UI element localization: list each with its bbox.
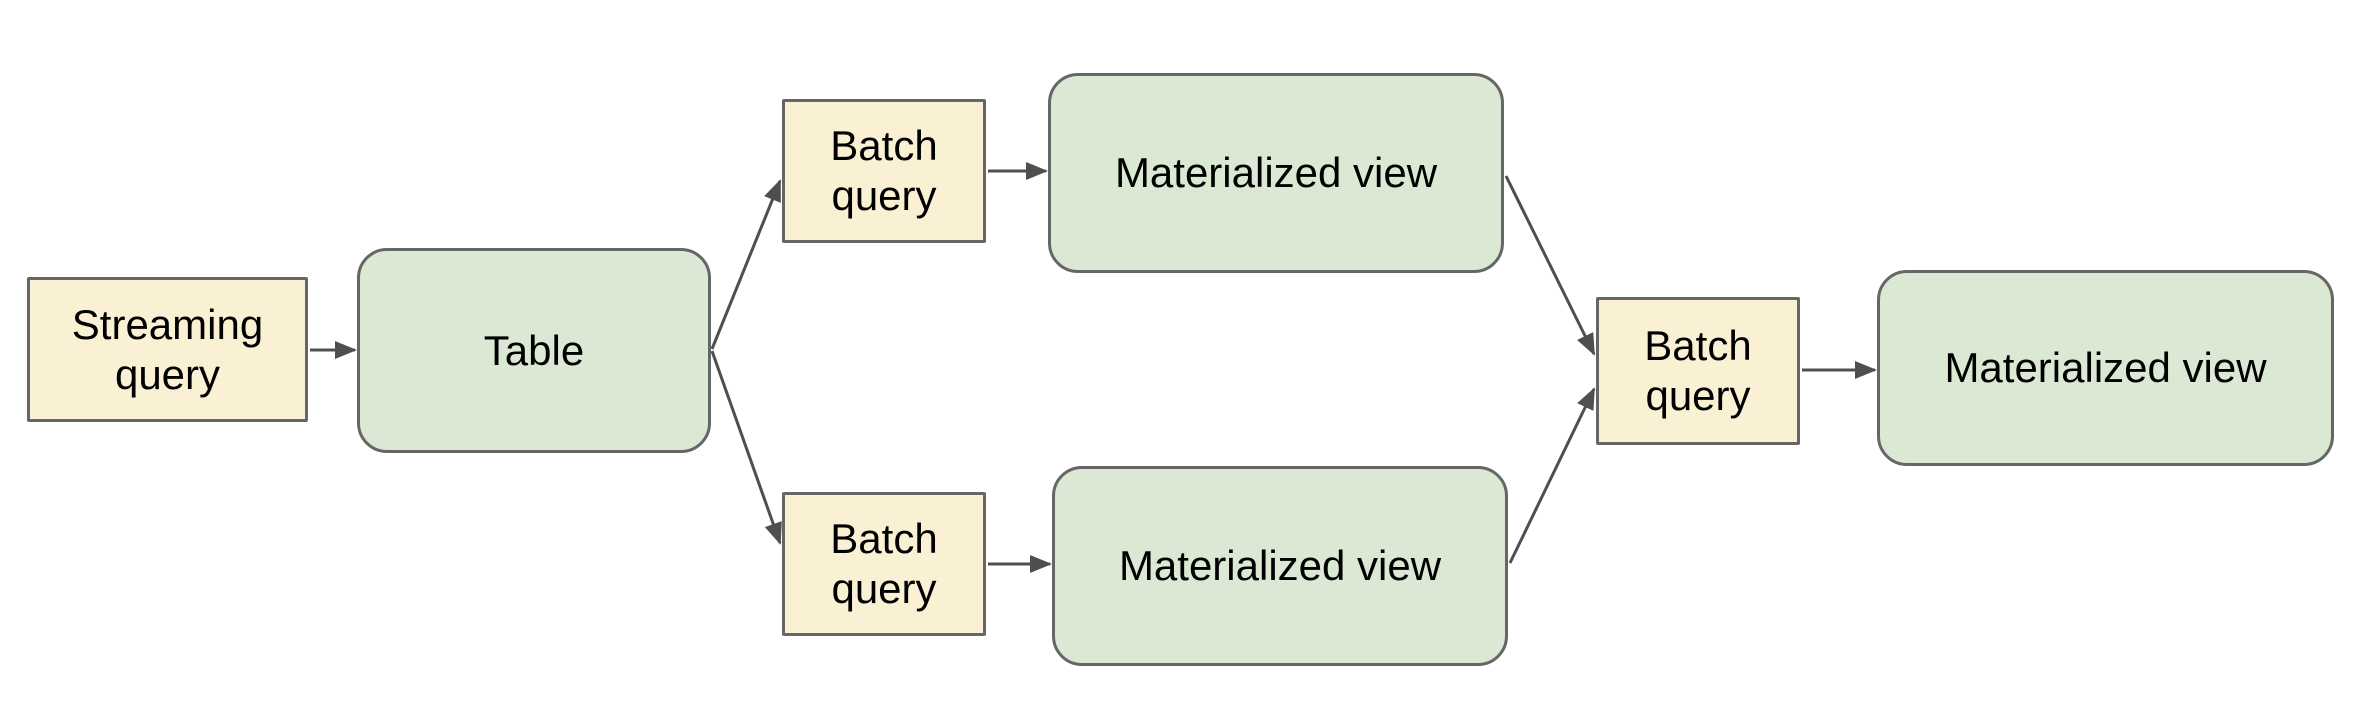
node-materialized-view-right: Materialized view — [1877, 270, 2334, 466]
node-batch-query-bottom: Batch query — [782, 492, 986, 636]
node-label: Batch query — [1644, 322, 1752, 419]
node-materialized-view-top: Materialized view — [1048, 73, 1504, 273]
node-materialized-view-bottom: Materialized view — [1052, 466, 1508, 666]
node-label: Materialized view — [1114, 149, 1438, 197]
node-batch-query-top: Batch query — [782, 99, 986, 243]
node-streaming-query: Streaming query — [27, 277, 308, 422]
edge-mv-bottom-to-batch-query-right — [1508, 387, 1596, 564]
edge-mv-top-to-batch-query-right — [1504, 175, 1596, 356]
node-label: Streaming query — [71, 300, 264, 398]
node-label: Materialized view — [1118, 542, 1442, 590]
edge-table-to-batch-query-top — [710, 179, 782, 350]
node-table: Table — [357, 248, 711, 453]
node-label: Materialized view — [1944, 344, 2267, 392]
edge-table-to-batch-query-bottom — [710, 350, 782, 545]
node-label: Table — [483, 326, 585, 374]
node-label: Batch query — [830, 515, 938, 612]
node-label: Batch query — [830, 122, 938, 219]
node-batch-query-right: Batch query — [1596, 297, 1800, 445]
